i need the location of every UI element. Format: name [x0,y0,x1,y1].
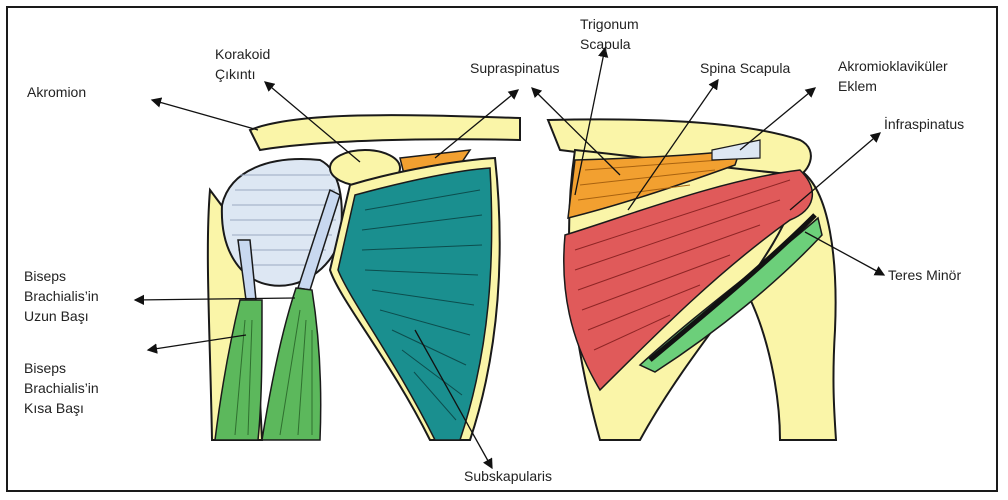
label-biseps-kisa-line1: Biseps [24,358,99,378]
anterior-view [208,115,520,440]
label-korakoid: Korakoid Çıkıntı [215,44,270,84]
label-infraspinatus: İnfraspinatus [884,114,964,134]
label-trigonum: Trigonum Scapula [580,14,639,54]
label-korakoid-line2: Çıkıntı [215,64,270,84]
label-akromioklavikuler-line2: Eklem [838,76,948,96]
label-akromion: Akromion [27,82,86,102]
label-spina-scapula: Spina Scapula [700,58,790,78]
label-subskapularis: Subskapularis [464,466,552,486]
posterior-view [548,119,836,440]
label-korakoid-line1: Korakoid [215,44,270,64]
label-trigonum-line2: Scapula [580,34,639,54]
label-biseps-uzun-line3: Uzun Başı [24,306,99,326]
label-biseps-uzun: Biseps Brachialis’in Uzun Başı [24,266,99,326]
acromion-clavicle [250,115,520,150]
arrow-akromion [152,100,258,130]
label-teres-minor: Teres Minör [888,265,961,285]
label-biseps-uzun-line1: Biseps [24,266,99,286]
label-akromioklavikuler: Akromioklaviküler Eklem [838,56,948,96]
label-biseps-uzun-line2: Brachialis’in [24,286,99,306]
label-trigonum-line1: Trigonum [580,14,639,34]
label-supraspinatus: Supraspinatus [470,58,560,78]
label-biseps-kisa-line2: Brachialis’in [24,378,99,398]
label-akromioklavikuler-line1: Akromioklaviküler [838,56,948,76]
label-biseps-kisa-line3: Kısa Başı [24,398,99,418]
label-biseps-kisa: Biseps Brachialis’in Kısa Başı [24,358,99,418]
